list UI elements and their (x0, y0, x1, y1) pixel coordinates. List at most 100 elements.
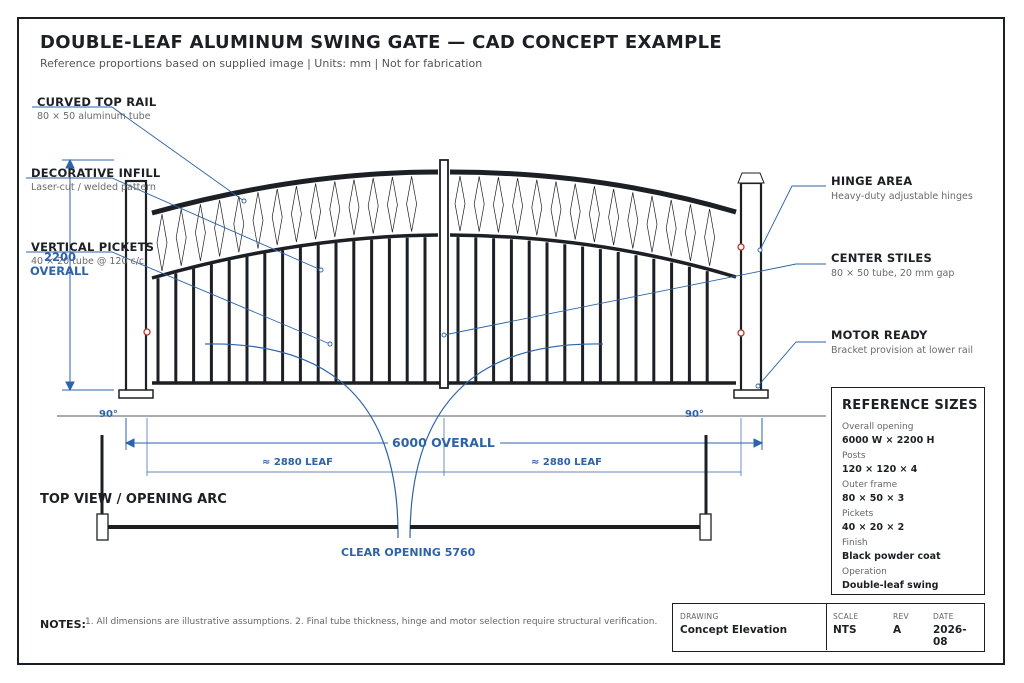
decorative-infill-pattern (156, 175, 715, 272)
hinge-marker (737, 329, 745, 337)
infill-diamond (531, 179, 543, 236)
right-post (739, 181, 763, 393)
infill-diamond (569, 183, 581, 240)
height-dimension-label: OVERALL (30, 264, 89, 278)
infill-diamond (195, 204, 206, 262)
leader-dot (318, 267, 324, 273)
callout-vertical-pickets-detail: 40 × 20 tube @ 120 c/c (31, 256, 145, 267)
callout-motor-ready: MOTOR READY (831, 328, 928, 342)
vertical-picket (387, 238, 391, 383)
vertical-picket (316, 245, 320, 383)
angle-left: 90° (99, 409, 118, 420)
callout-decorative-infill-detail: Laser-cut / welded pattern (31, 182, 156, 193)
reference-size-key: Finish (842, 538, 868, 548)
arrow-head (65, 381, 75, 392)
infill-diamond (665, 199, 677, 257)
infill-diamond (387, 176, 398, 233)
right-mid-rail (449, 233, 737, 279)
leader-line (32, 106, 245, 202)
leader-dot (757, 247, 763, 253)
reference-size-key: Outer frame (842, 480, 898, 490)
vertical-picket (492, 238, 496, 383)
title-block-drawing-cell: DRAWING Concept Elevation (673, 604, 823, 650)
vertical-picket (209, 264, 213, 383)
infill-diamond (233, 195, 245, 253)
vertical-picket (192, 268, 196, 383)
vertical-picket (298, 247, 302, 383)
title-block-date-header: DATE (933, 612, 954, 621)
infill-diamond (454, 175, 466, 232)
title-block-drawing: Concept Elevation (680, 624, 788, 636)
center-stile (439, 159, 449, 389)
vertical-picket (705, 271, 709, 383)
vertical-picket (423, 237, 427, 383)
callout-vertical-pickets: VERTICAL PICKETS (31, 240, 155, 254)
arrow-head (124, 438, 135, 448)
sheet-border (17, 17, 1005, 665)
vertical-picket (174, 273, 178, 383)
vertical-picket (352, 241, 356, 383)
title-block-rev-header: REV (893, 612, 909, 621)
vertical-picket (509, 239, 513, 383)
leader-line (26, 177, 322, 271)
callout-motor-ready-detail: Bracket provision at lower rail (831, 345, 974, 356)
leader-line (759, 185, 826, 251)
infill-diamond (512, 178, 523, 234)
right-post-base (733, 389, 769, 399)
title-block-scale: NTS (833, 624, 857, 636)
leader-dot (441, 332, 447, 338)
hinge-marker (737, 243, 745, 251)
infill-diamond (156, 214, 168, 272)
title-block: DRAWING Concept Elevation SCALE NTS REV … (672, 603, 985, 652)
reference-size-key: Operation (842, 567, 887, 577)
page-subtitle: Reference proportions based on supplied … (40, 57, 483, 70)
left-top-rail (151, 169, 439, 216)
leader-dot (241, 198, 247, 204)
vertical-picket (370, 239, 374, 383)
leader-line (757, 341, 826, 387)
reference-size-value: 40 × 20 × 2 (842, 522, 905, 533)
notes-text: 1. All dimensions are illustrative assum… (85, 617, 658, 627)
right-post-cap (737, 172, 765, 184)
vertical-picket (227, 260, 231, 383)
infill-diamond (252, 192, 264, 249)
reference-size-value: 6000 W × 2200 H (842, 435, 935, 446)
hinge-marker (143, 328, 151, 336)
vertical-picket (456, 237, 460, 383)
infill-diamond (473, 176, 485, 232)
vertical-picket (405, 237, 409, 383)
vertical-picket (634, 255, 638, 383)
left-swing-arc (204, 343, 399, 539)
reference-size-key: Posts (842, 451, 866, 461)
callout-hinge-area-detail: Heavy-duty adjustable hinges (831, 191, 973, 202)
vertical-picket (281, 250, 285, 383)
infill-diamond (646, 195, 658, 253)
leader-dot (755, 383, 761, 389)
vertical-picket (545, 242, 549, 383)
infill-diamond (175, 208, 187, 266)
arrow-head (753, 438, 764, 448)
clear-opening-dimension: CLEAR OPENING 5760 (341, 546, 476, 559)
top-view-label: TOP VIEW / OPENING ARC (40, 492, 227, 507)
leader-line (26, 251, 331, 345)
reference-sizes-title: REFERENCE SIZES (842, 398, 978, 413)
overall-width-dimension: 6000 OVERALL (392, 435, 495, 450)
title-block-scale-header: SCALE (833, 612, 859, 621)
vertical-picket (474, 237, 478, 383)
infill-diamond (310, 183, 321, 240)
vertical-picket (263, 253, 267, 383)
leader-line (443, 263, 826, 336)
left-mid-rail (151, 233, 439, 280)
infill-diamond (291, 185, 302, 243)
callout-center-stiles: CENTER STILES (831, 251, 932, 265)
infill-diamond (367, 178, 379, 234)
infill-diamond (589, 186, 600, 243)
right-top-rail (449, 169, 737, 215)
infill-diamond (685, 204, 696, 262)
reference-size-value: 80 × 50 × 3 (842, 493, 905, 504)
vertical-picket (527, 240, 531, 383)
